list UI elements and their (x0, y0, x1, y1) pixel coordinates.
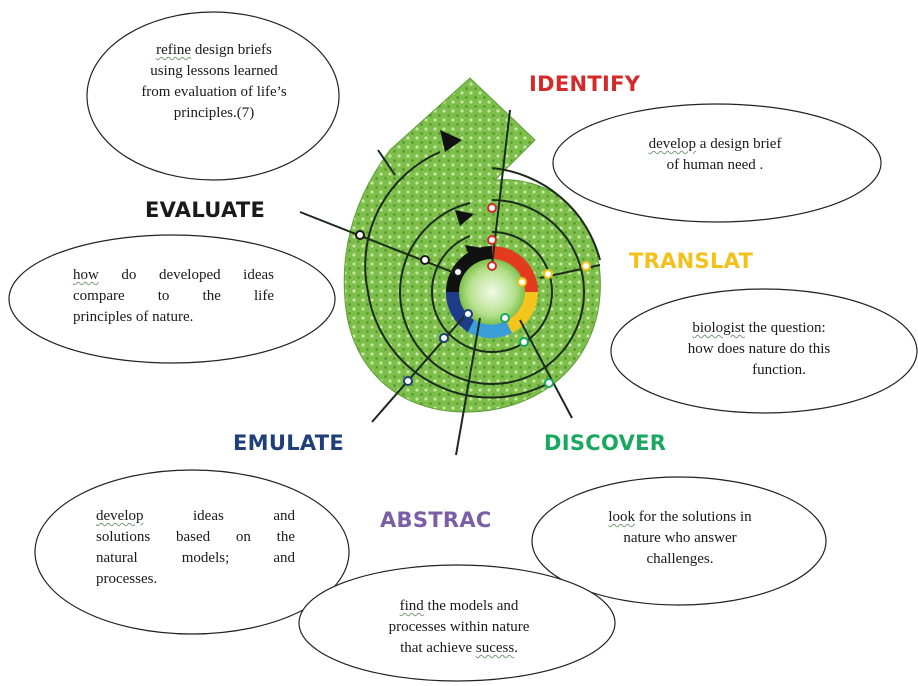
bubble-abstract: find the models and processes within nat… (359, 596, 559, 659)
bubble-line: processes within nature (388, 619, 530, 635)
bubble-word: develop (648, 136, 697, 152)
bubble-line: of human need . (666, 157, 764, 173)
spiral-arrows (440, 130, 482, 258)
bubble-line: using lessons learned (150, 63, 278, 79)
bubble-word: find (399, 598, 424, 614)
bubble-emulate: develop ideas and solutions based on the… (96, 506, 295, 590)
bubble-evaluate-refine: refine design briefs using lessons learn… (133, 40, 295, 124)
bubble-abstract-outline (298, 564, 616, 682)
bubble-translate-outline (610, 288, 918, 414)
bubble-line: that achieve (400, 640, 476, 656)
bubble-line: the models and (423, 598, 519, 614)
bubble-outlines (8, 11, 918, 682)
bubble-evaluate-refine-outline (86, 11, 340, 181)
stage-translate: TRANSLAT (629, 249, 754, 273)
bubble-discover-outline (531, 476, 827, 606)
bubble-line: compare to the life (73, 288, 274, 304)
stage-discover: DISCOVER (544, 431, 667, 455)
bubble-discover: look for the solutions in nature who ans… (580, 507, 780, 570)
bubble-word: sucess (475, 640, 515, 656)
stage-evaluate: EVALUATE (145, 198, 266, 222)
bubble-evaluate-outline (8, 234, 336, 364)
bubble-line: natural models; and (96, 550, 295, 566)
bubble-line: challenges. (646, 551, 714, 567)
stage-abstract: ABSTRAC (380, 508, 492, 532)
bubble-line: design briefs (191, 42, 272, 58)
spiral-tracks (364, 151, 601, 399)
bubble-line: function. (752, 362, 806, 378)
bubble-line: how does nature do this (687, 341, 831, 357)
bubble-word: develop (96, 508, 144, 524)
bubble-line: solutions based on the (96, 529, 295, 545)
bubble-line: do developed ideas (98, 267, 274, 283)
stage-emulate: EMULATE (233, 431, 345, 455)
bubble-word: refine (156, 42, 192, 58)
bubble-evaluate: how do developed ideas compare to the li… (73, 265, 274, 328)
bubble-line: processes. (96, 571, 158, 587)
bubble-line: for the solutions in (635, 509, 752, 525)
bubble-line: . (514, 640, 518, 656)
bubble-line: principles.(7) (173, 105, 255, 121)
bubble-line: from evaluation of life’s (141, 84, 287, 100)
bubble-word: biologist (692, 320, 745, 336)
bubble-word: look (608, 509, 635, 525)
bubble-line: principles of nature. (73, 309, 194, 325)
bubble-line: the question: (744, 320, 826, 336)
bubble-line: ideas and (143, 508, 295, 524)
bubble-identify: develop a design brief of human need . (610, 134, 820, 176)
node-markers (355, 203, 591, 388)
bubble-word: how (73, 267, 99, 283)
bubble-identify-outline (552, 103, 882, 223)
bubble-translate: biologist the question: how does nature … (654, 318, 864, 381)
bubble-line: a design brief (696, 136, 782, 152)
bubble-emulate-outline (34, 469, 350, 635)
bubble-line: nature who answer (623, 530, 737, 546)
stage-identify: IDENTIFY (529, 72, 641, 96)
